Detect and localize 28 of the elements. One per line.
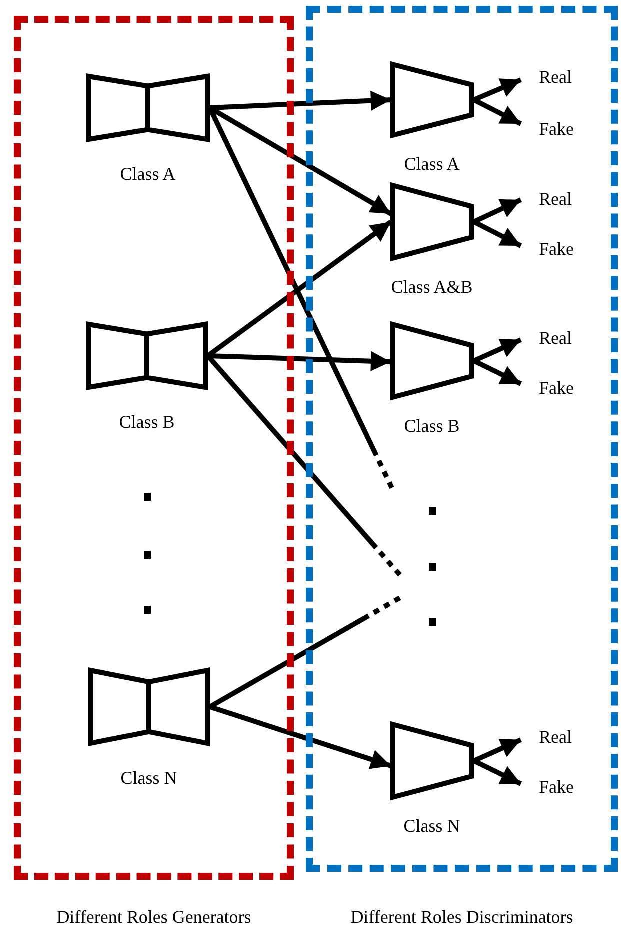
class-label: Class A	[403, 154, 461, 175]
output-label: Fake	[539, 776, 574, 798]
output-label: Real	[539, 188, 572, 210]
class-label: Class A	[119, 164, 177, 185]
class-label: Class N	[120, 768, 178, 789]
class-label: Class A&B	[390, 277, 474, 298]
output-label: Fake	[539, 377, 574, 399]
arrow	[209, 704, 392, 770]
class-label: Class N	[402, 816, 462, 837]
dotted-line	[208, 596, 402, 710]
class-label: Class B	[118, 412, 176, 433]
output-label: Real	[539, 327, 572, 349]
arrow	[472, 758, 522, 786]
arrow	[472, 198, 522, 224]
output-label: Fake	[539, 238, 574, 260]
group-label: Different Roles Generators	[56, 907, 252, 928]
arrow	[472, 220, 522, 248]
output-label: Fake	[539, 118, 574, 140]
output-label: Real	[539, 726, 572, 748]
arrow	[210, 90, 392, 111]
arrow	[472, 338, 522, 364]
arrow	[472, 358, 522, 386]
arrow	[472, 738, 522, 764]
class-label: Class B	[403, 416, 461, 437]
group-label: Different Roles Discriminators	[350, 907, 574, 928]
arrow	[473, 78, 522, 102]
output-label: Real	[539, 66, 572, 88]
arrow	[472, 98, 522, 126]
